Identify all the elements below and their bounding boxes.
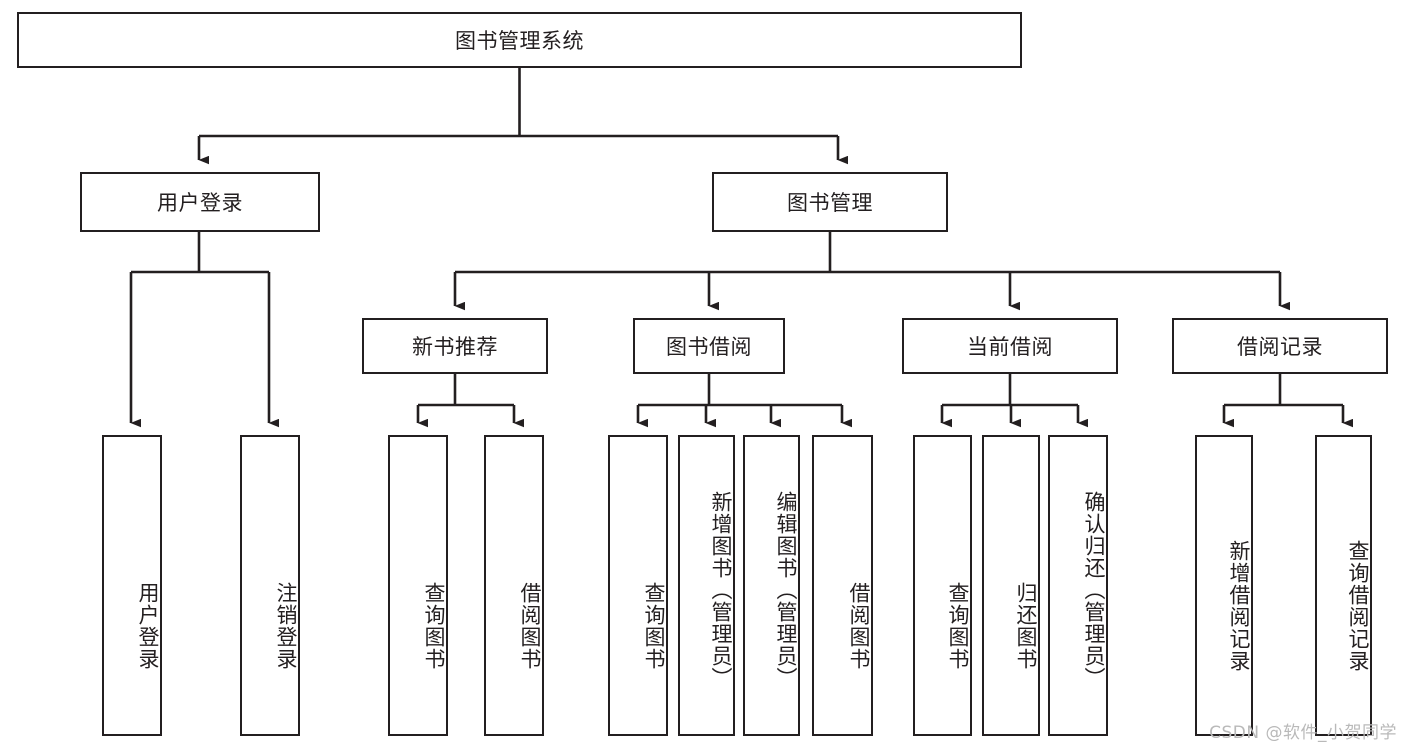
node-leaf-add-borrow-record-label: 新增借阅记录 [1227, 539, 1251, 672]
node-borrow-record[interactable]: 借阅记录 [1172, 318, 1388, 374]
node-leaf-query-borrow-record-label: 查询借阅记录 [1346, 539, 1370, 672]
node-leaf-edit-book-admin[interactable]: 编辑图书（管理员） [743, 435, 800, 736]
node-leaf-edit-book-admin-label: 编辑图书（管理员） [774, 490, 798, 689]
csdn-watermark: CSDN @软件_小贺同学 [1209, 723, 1397, 743]
node-leaf-query-book-3[interactable]: 查询图书 [913, 435, 972, 736]
node-leaf-add-book-admin[interactable]: 新增图书（管理员） [678, 435, 735, 736]
node-leaf-add-book-admin-label: 新增图书（管理员） [709, 490, 733, 689]
node-leaf-confirm-return-admin[interactable]: 确认归还（管理员） [1048, 435, 1108, 736]
node-leaf-user-logout-label: 注销登录 [274, 581, 298, 670]
node-leaf-user-logout[interactable]: 注销登录 [240, 435, 300, 736]
node-book-manage-label: 图书管理 [787, 191, 873, 215]
node-current-borrow[interactable]: 当前借阅 [902, 318, 1118, 374]
node-book-borrow[interactable]: 图书借阅 [633, 318, 785, 374]
node-leaf-query-book-1[interactable]: 查询图书 [388, 435, 448, 736]
node-current-borrow-label: 当前借阅 [967, 335, 1053, 359]
node-leaf-query-book-2-label: 查询图书 [642, 581, 666, 670]
node-leaf-user-login[interactable]: 用户登录 [102, 435, 162, 736]
node-leaf-return-book-label: 归还图书 [1014, 581, 1038, 670]
node-borrow-record-label: 借阅记录 [1237, 335, 1323, 359]
node-leaf-user-login-label: 用户登录 [136, 581, 160, 670]
node-new-book-recommend[interactable]: 新书推荐 [362, 318, 548, 374]
node-leaf-borrow-book-1-label: 借阅图书 [518, 581, 542, 670]
node-leaf-borrow-book-2[interactable]: 借阅图书 [812, 435, 873, 736]
node-root[interactable]: 图书管理系统 [17, 12, 1022, 68]
node-book-borrow-label: 图书借阅 [666, 335, 752, 359]
node-book-manage[interactable]: 图书管理 [712, 172, 948, 232]
node-leaf-query-borrow-record[interactable]: 查询借阅记录 [1315, 435, 1372, 736]
node-leaf-borrow-book-1[interactable]: 借阅图书 [484, 435, 544, 736]
node-user-login[interactable]: 用户登录 [80, 172, 320, 232]
node-leaf-query-book-1-label: 查询图书 [422, 581, 446, 670]
node-leaf-add-borrow-record[interactable]: 新增借阅记录 [1195, 435, 1253, 736]
node-root-label: 图书管理系统 [455, 29, 584, 53]
node-leaf-return-book[interactable]: 归还图书 [982, 435, 1040, 736]
node-user-login-label: 用户登录 [157, 191, 243, 215]
node-leaf-confirm-return-admin-label: 确认归还（管理员） [1082, 490, 1106, 689]
node-new-book-recommend-label: 新书推荐 [412, 335, 498, 359]
node-leaf-borrow-book-2-label: 借阅图书 [847, 581, 871, 670]
node-leaf-query-book-3-label: 查询图书 [946, 581, 970, 670]
node-leaf-query-book-2[interactable]: 查询图书 [608, 435, 668, 736]
